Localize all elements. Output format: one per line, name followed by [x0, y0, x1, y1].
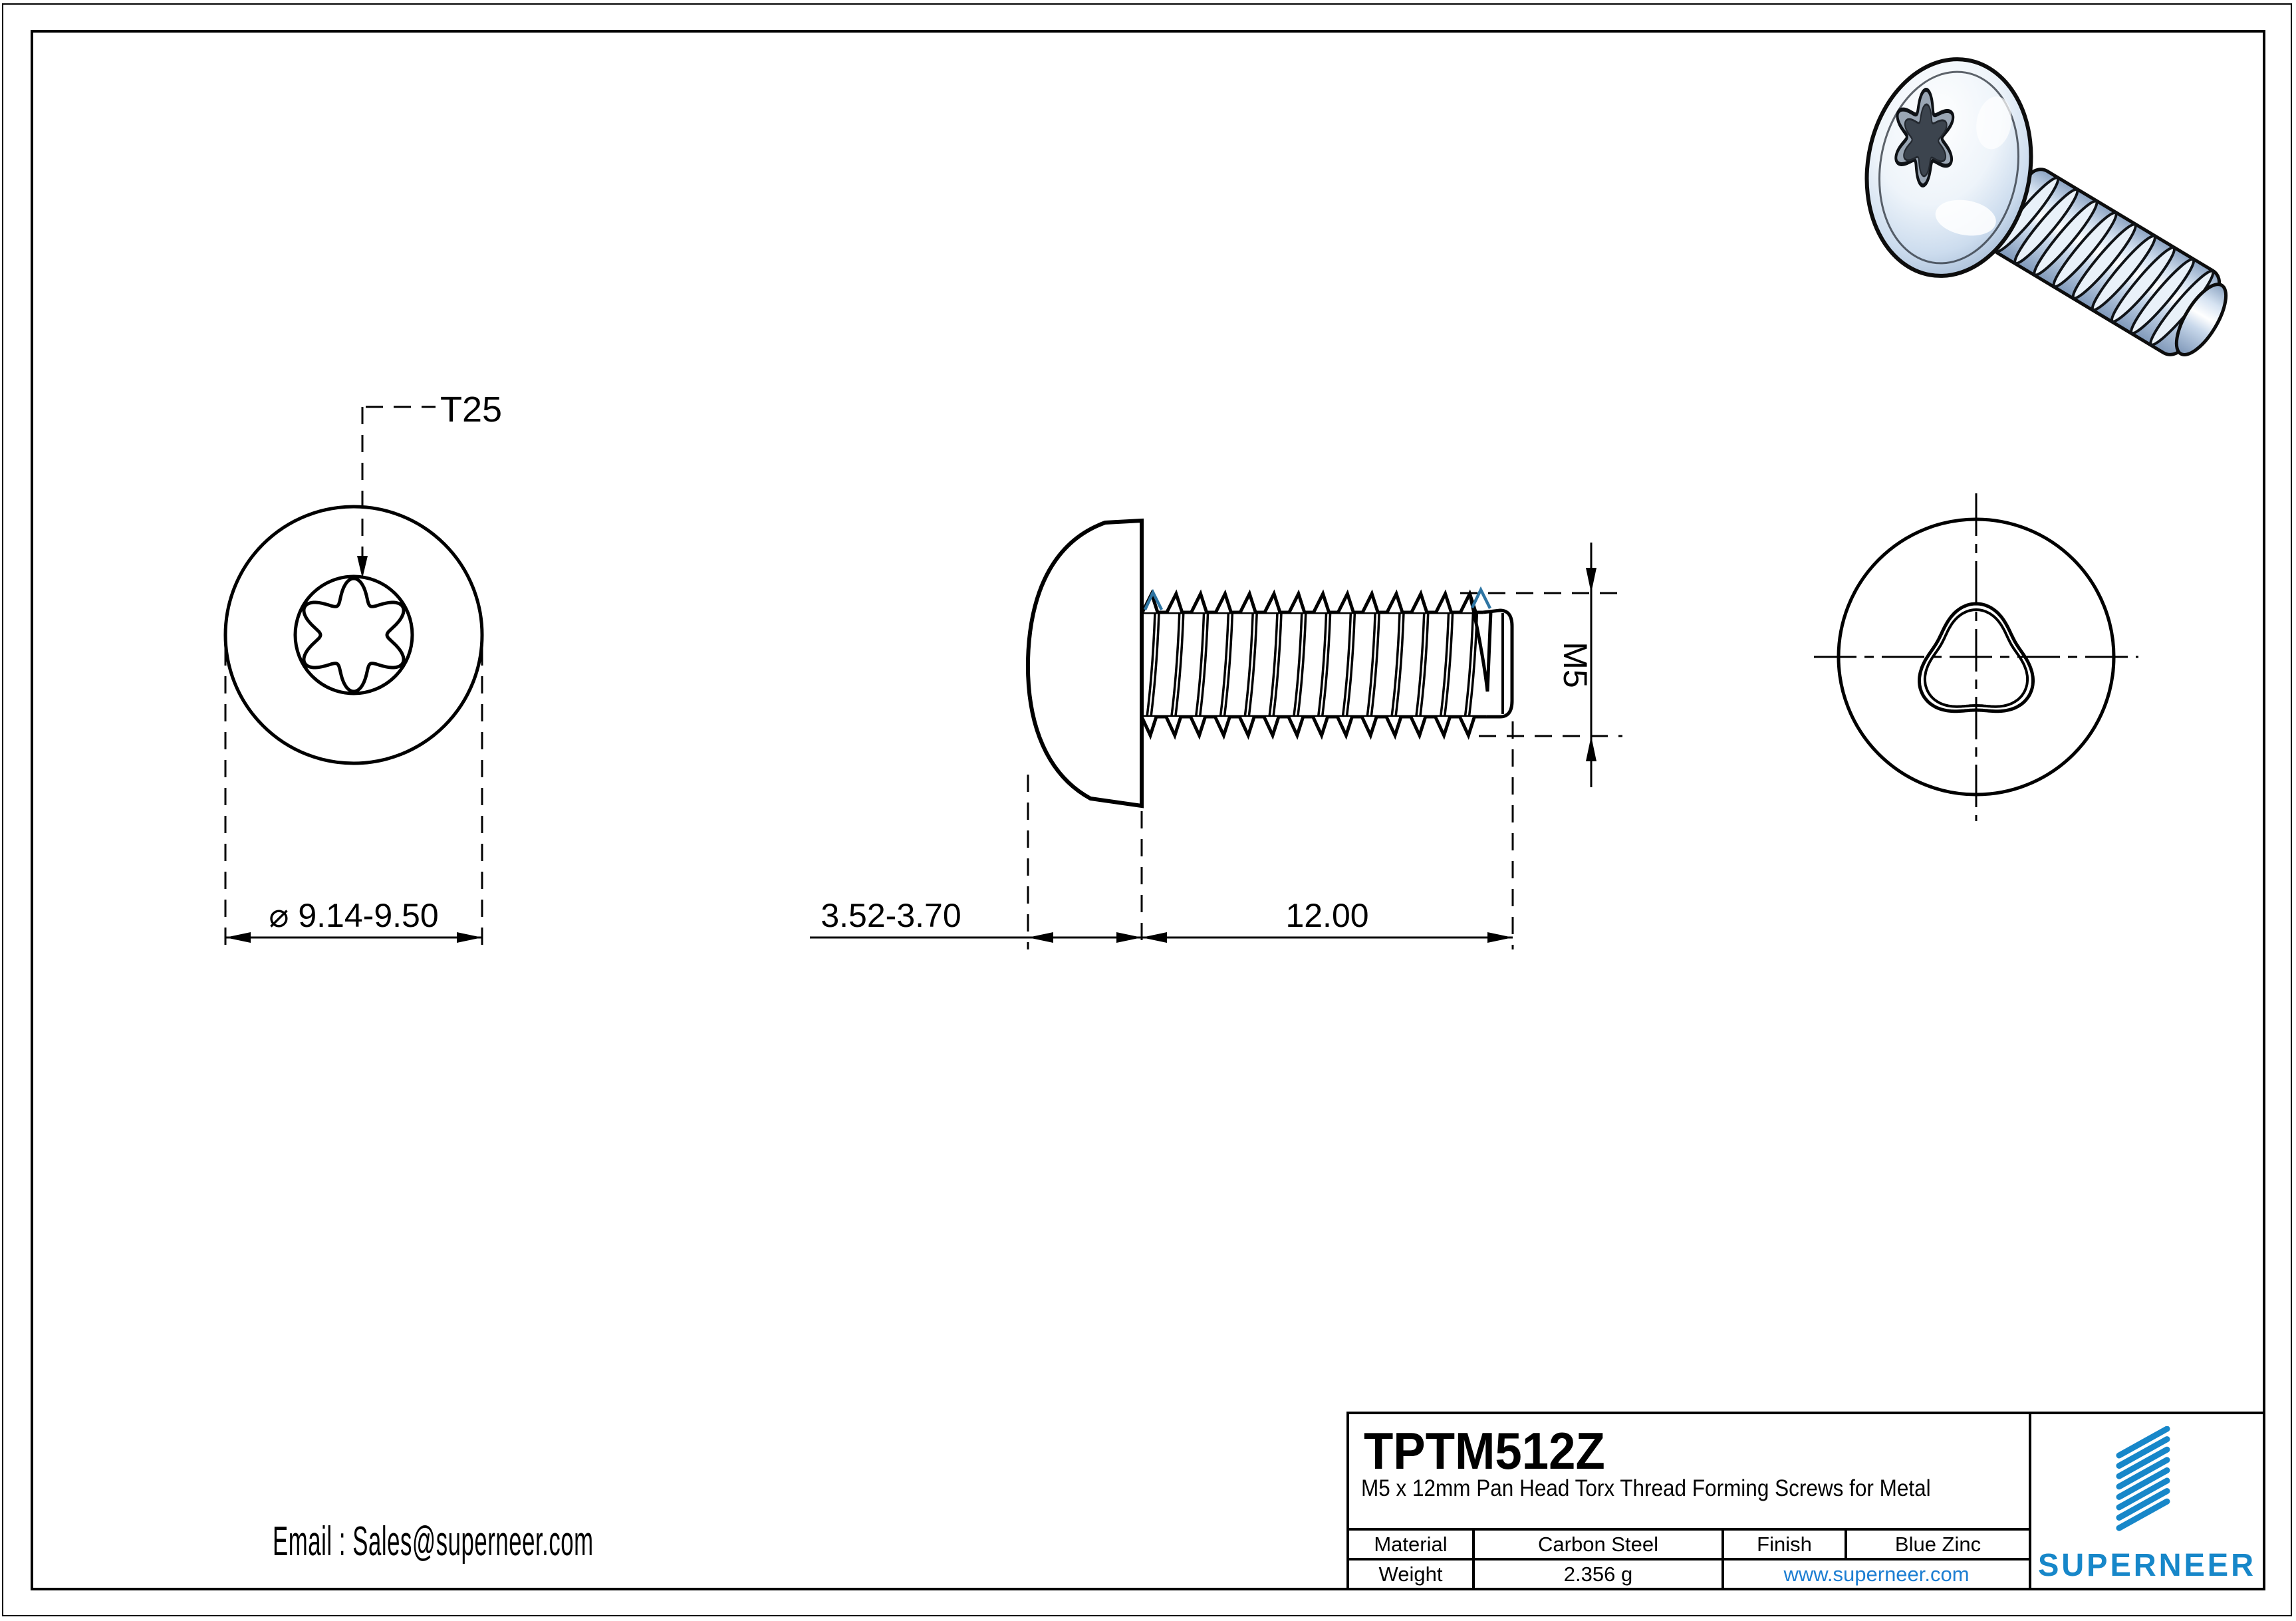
title-block-info: TPTM512Z M5 x 12mm Pan Head Torx Thread …: [1349, 1414, 2029, 1588]
head-diameter-label: ⌀ 9.14-9.50: [269, 897, 438, 934]
weight-label: Weight: [1378, 1562, 1443, 1586]
brand-name: SUPERNEER: [2037, 1548, 2257, 1583]
pan-head-profile: [1025, 518, 1144, 809]
weight-website-row: Weight 2.356 g www.superneer.com: [1349, 1558, 2029, 1588]
website-link[interactable]: www.superneer.com: [1722, 1560, 2029, 1588]
finish-value: Blue Zinc: [1845, 1531, 2029, 1558]
trilobe-outer: [1918, 602, 2035, 713]
recess-circle: [293, 574, 414, 695]
thread-flank-lines: [1146, 612, 1479, 717]
sheet-inner-border: [31, 30, 2265, 1590]
render-thread-ridges: [1994, 176, 2215, 346]
render-head-rim: [1878, 70, 2020, 265]
dim-arrow-icon: [225, 932, 251, 943]
dim-arrow-icon: [457, 932, 482, 943]
finish-label: Finish: [1722, 1531, 1845, 1558]
part-description: M5 x 12mm Pan Head Torx Thread Forming S…: [1361, 1475, 1931, 1501]
front-view: T25 ⌀ 9.14-9.50: [223, 390, 502, 949]
torx-size-label: T25: [440, 390, 502, 430]
material-value: Carbon Steel: [1472, 1531, 1722, 1558]
contact-email: Email : Sales@superneer.com: [273, 1519, 594, 1564]
part-number: TPTM512Z: [1364, 1422, 1605, 1480]
trilobe-inner: [1923, 608, 2029, 708]
screw-3d-render: [1864, 57, 2228, 356]
thread-mark-icon: [1470, 586, 1492, 610]
side-view: M5 3.52-3.70 12.00: [810, 518, 1622, 949]
render-tip: [2174, 283, 2228, 356]
dim-arrow-icon: [1487, 932, 1513, 943]
weight-value: 2.356 g: [1472, 1560, 1722, 1588]
title-block: TPTM512Z M5 x 12mm Pan Head Torx Thread …: [1346, 1412, 2265, 1590]
title-block-header: TPTM512Z M5 x 12mm Pan Head Torx Thread …: [1349, 1414, 2029, 1528]
render-torx-recess: [1894, 87, 1955, 187]
thread-length-label: 12.00: [1285, 897, 1368, 934]
dim-arrow-icon: [1586, 568, 1596, 593]
render-highlight: [1976, 96, 2012, 150]
material-label: Material: [1374, 1532, 1448, 1556]
t25-arrowhead-icon: [357, 556, 368, 578]
dim-arrow-icon: [1116, 932, 1142, 943]
brand-cell: SUPERNEER: [2029, 1414, 2263, 1588]
superneer-logo-icon: [2116, 1426, 2170, 1531]
render-highlight: [1935, 199, 1996, 236]
torx-star: [302, 576, 406, 693]
lead-thread-line: [1469, 598, 1493, 692]
thread-spec-label: M5: [1557, 642, 1594, 687]
dim-arrow-icon: [1142, 932, 1167, 943]
back-view: [1814, 493, 2138, 821]
thread-mark-icon: [1143, 588, 1164, 611]
head-height-label: 3.52-3.70: [821, 897, 961, 934]
dim-arrow-icon: [1028, 932, 1053, 943]
material-finish-row: Material Carbon Steel Finish Blue Zinc: [1349, 1528, 2029, 1558]
sheet-outer-border: [2, 3, 2292, 1616]
head-outline-circle: [223, 505, 484, 765]
dim-arrow-icon: [1586, 736, 1596, 761]
